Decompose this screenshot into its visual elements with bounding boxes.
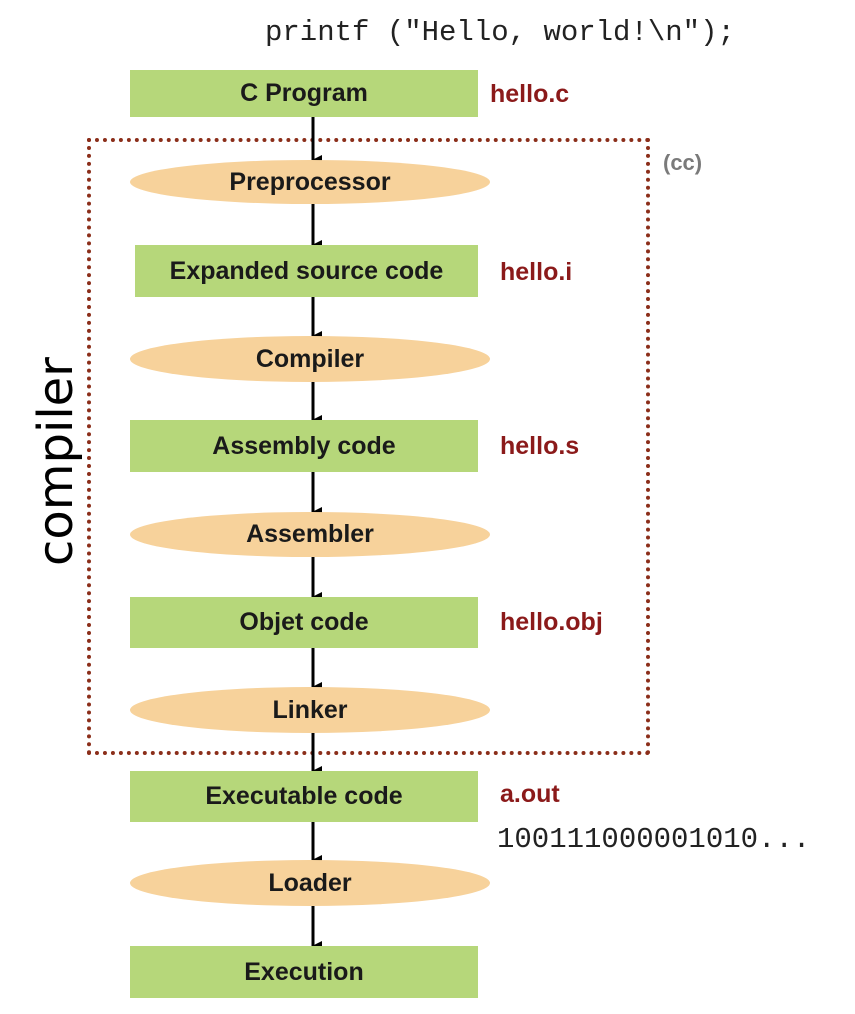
compiler-group-border	[87, 138, 650, 755]
filename-a-out: a.out	[500, 780, 560, 808]
step-objet-code: Objet code	[130, 597, 478, 648]
step-compiler: Compiler	[130, 336, 490, 382]
filename-hello-i: hello.i	[500, 258, 573, 286]
step-expanded-source-code: Expanded source code	[135, 245, 478, 297]
filename-hello-obj: hello.obj	[500, 608, 603, 636]
group-tag: (cc)	[663, 150, 703, 175]
step-loader: Loader	[130, 860, 490, 906]
binary-output: 100111000001010...	[497, 823, 811, 856]
step-assembler: Assembler	[130, 512, 490, 557]
step-linker: Linker	[130, 687, 490, 733]
code-line: printf ("Hello, world!\n");	[265, 16, 735, 49]
step-c-program: C Program	[130, 70, 478, 117]
filename-hello-c: hello.c	[490, 80, 570, 108]
step-executable-code: Executable code	[130, 771, 478, 822]
step-assembly-code: Assembly code	[130, 420, 478, 472]
filename-hello-s: hello.s	[500, 432, 580, 460]
step-execution: Execution	[130, 946, 478, 998]
step-preprocessor: Preprocessor	[130, 160, 490, 204]
